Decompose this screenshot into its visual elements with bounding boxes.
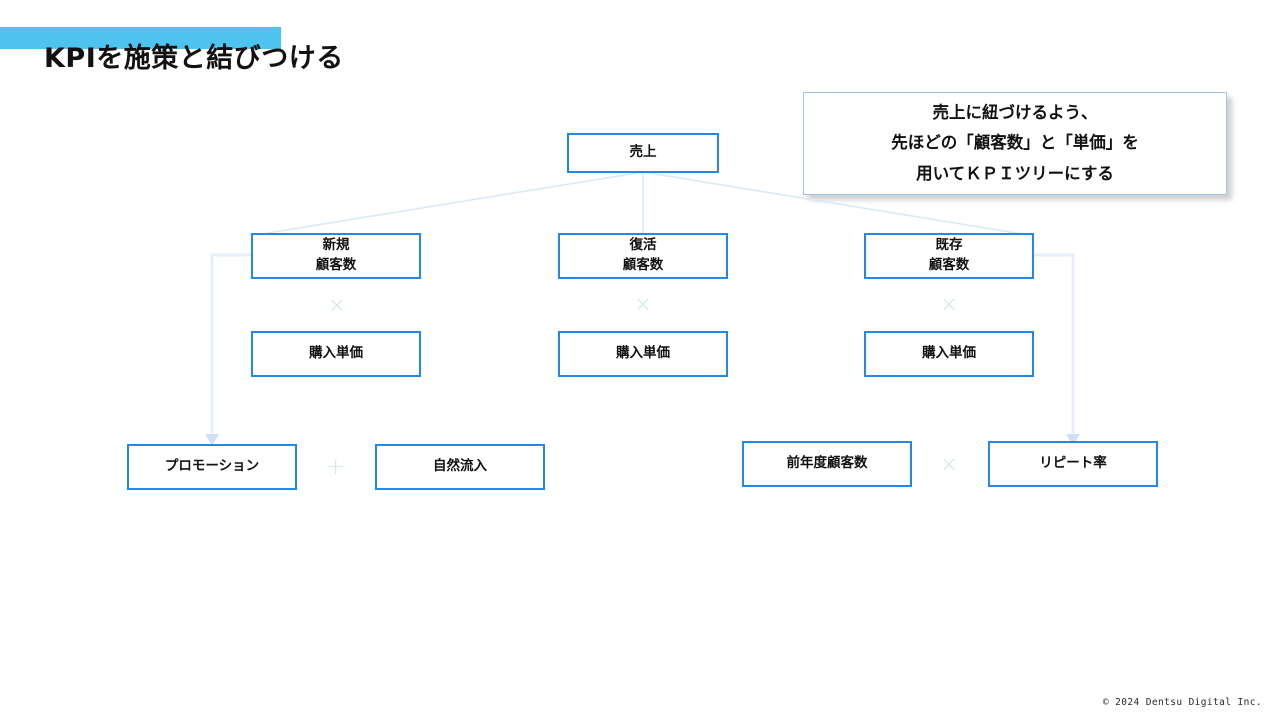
operator-multiply-new: × (328, 293, 346, 317)
box-unit-price-reactivated[interactable]: 購入単価 (558, 331, 728, 377)
box-existing-customers[interactable]: 既存 顧客数 (864, 233, 1034, 279)
box-last-year-customers[interactable]: 前年度顧客数 (742, 441, 912, 487)
title-highlight-bar (0, 27, 281, 49)
callout-line-1: 売上に紐づけるよう、 (932, 102, 1098, 122)
box-unit-price-new-label: 購入単価 (309, 345, 363, 362)
box-unit-price-existing-label: 購入単価 (922, 345, 976, 362)
box-reactivated-customers-line1: 復活 (629, 237, 657, 254)
explanation-callout: 売上に紐づけるよう、 先ほどの「顧客数」と「単価」を 用いてＫＰＩツリーにする (803, 92, 1227, 195)
box-unit-price-reactivated-label: 購入単価 (616, 345, 670, 362)
box-last-year-customers-label: 前年度顧客数 (786, 455, 868, 472)
box-organic-inflow-label: 自然流入 (433, 458, 487, 475)
callout-line-3: 用いてＫＰＩツリーにする (916, 163, 1114, 183)
box-repeat-rate-label: リピート率 (1039, 455, 1107, 472)
box-new-customers-line1: 新規 (322, 237, 350, 254)
box-organic-inflow[interactable]: 自然流入 (375, 444, 545, 490)
operator-multiply-reactivated: × (634, 292, 652, 316)
box-new-customers-line2: 顧客数 (315, 257, 357, 273)
box-promotion[interactable]: プロモーション (127, 444, 297, 490)
copyright-footer: © 2024 Dentsu Digital Inc. (1102, 697, 1262, 708)
box-existing-customers-line2: 顧客数 (928, 257, 970, 273)
operator-multiply-existing: × (940, 292, 958, 316)
box-promotion-label: プロモーション (164, 458, 260, 475)
callout-line-2: 先ほどの「顧客数」と「単価」を (891, 133, 1139, 153)
box-reactivated-customers-line2: 顧客数 (622, 257, 664, 273)
box-sales[interactable]: 売上 (567, 133, 719, 173)
box-unit-price-existing[interactable]: 購入単価 (864, 331, 1034, 377)
box-new-customers[interactable]: 新規 顧客数 (251, 233, 421, 279)
page-title: KPIを施策と結びつける (44, 43, 344, 74)
box-unit-price-new[interactable]: 購入単価 (251, 331, 421, 377)
operator-plus-promotion-organic: + (326, 454, 346, 480)
box-sales-label: 売上 (629, 144, 657, 161)
operator-multiply-lastyear-repeat: × (940, 452, 958, 476)
box-repeat-rate[interactable]: リピート率 (988, 441, 1158, 487)
box-reactivated-customers[interactable]: 復活 顧客数 (558, 233, 728, 279)
box-existing-customers-line1: 既存 (935, 237, 963, 254)
